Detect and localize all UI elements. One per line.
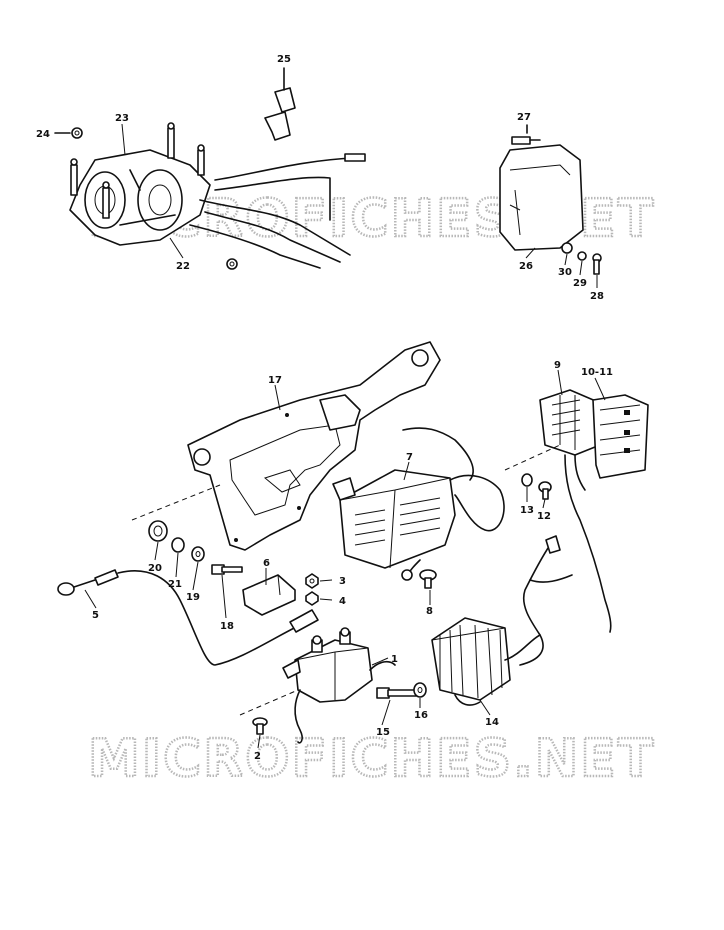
callout-28: 28 [590,291,604,302]
callout-27: 27 [517,112,531,123]
terminal-cover-6 [242,574,296,616]
callout-numbers: 1 2 3 4 5 6 7 8 9 10-11 12 13 14 15 16 1… [36,54,613,762]
nut-small [226,258,238,270]
fuse-box-9 [539,389,601,456]
callout-26: 26 [519,261,533,272]
relay-26 [499,124,584,251]
mounting-bracket-17 [187,341,441,551]
cable-clamp-25 [264,67,296,141]
callout-3: 3 [339,576,346,587]
callout-24: 24 [36,129,50,140]
callout-19: 19 [186,592,200,603]
starter-relay-1 [282,627,373,703]
leader-lines [84,123,606,749]
rectifier-14 [431,617,511,701]
washers-19-20-21 [148,520,205,562]
callout-18: 18 [220,621,234,632]
screw-2 [252,717,268,735]
fuse-box-cover-10-11 [592,394,649,479]
callout-15: 15 [376,727,390,738]
ignition-coil-assembly [69,122,366,269]
fastener-12-13 [521,473,552,500]
nuts-3-4 [305,573,319,606]
screw-8 [419,569,437,589]
callout-6: 6 [263,558,270,569]
callout-2: 2 [254,751,261,762]
callout-13: 13 [520,505,534,516]
bolt-18 [211,564,243,575]
watermark-bottom: MICROFICHES.NET [88,729,655,789]
voltage-regulator-7 [332,469,456,569]
callout-8: 8 [426,606,433,617]
callout-21: 21 [168,579,182,590]
nut-24 [54,127,83,139]
callout-12: 12 [537,511,551,522]
callout-20: 20 [148,563,162,574]
callout-30: 30 [558,267,572,278]
callout-29: 29 [573,278,587,289]
callout-22: 22 [176,261,190,272]
bolt-15-washer-16 [376,682,427,699]
callout-23: 23 [115,113,129,124]
callout-4: 4 [339,596,346,607]
callout-25: 25 [277,54,291,65]
callout-5: 5 [92,610,99,621]
callout-1: 1 [391,654,398,665]
battery-cable-5 [57,569,319,666]
callout-7: 7 [406,452,413,463]
fasteners-28-29-30 [561,242,602,275]
callout-16: 16 [414,710,428,721]
callout-14: 14 [485,717,499,728]
callout-9: 9 [554,360,561,371]
callout-17: 17 [268,375,282,386]
callout-10-11: 10-11 [581,367,613,378]
